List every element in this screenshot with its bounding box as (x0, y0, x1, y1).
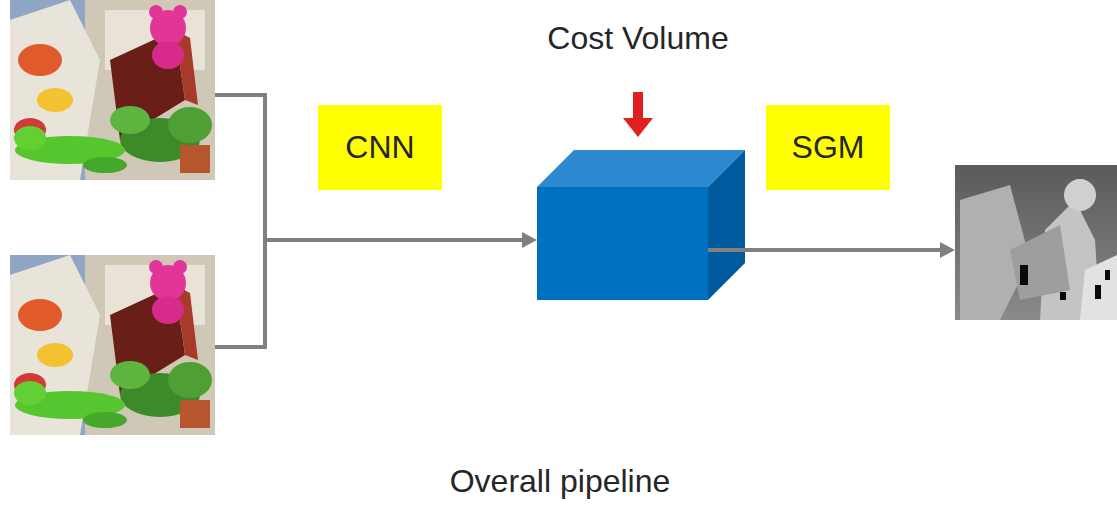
box-label: SGM (792, 129, 865, 166)
arrow-head (940, 242, 955, 258)
disparity-map (955, 165, 1117, 320)
process-box: CNN (318, 105, 442, 190)
arrow-head (522, 232, 537, 248)
box-label: CNN (345, 129, 414, 166)
input-wires (215, 93, 524, 349)
output-wire (708, 248, 942, 252)
callout-label: Cost Volume (547, 20, 728, 57)
callout-arrow (623, 92, 653, 137)
left-stereo-image (10, 0, 215, 180)
right-stereo-image (10, 255, 215, 435)
figure-caption: Overall pipeline (450, 463, 671, 500)
cost-volume-cube (537, 150, 745, 300)
process-box: SGM (766, 105, 890, 190)
